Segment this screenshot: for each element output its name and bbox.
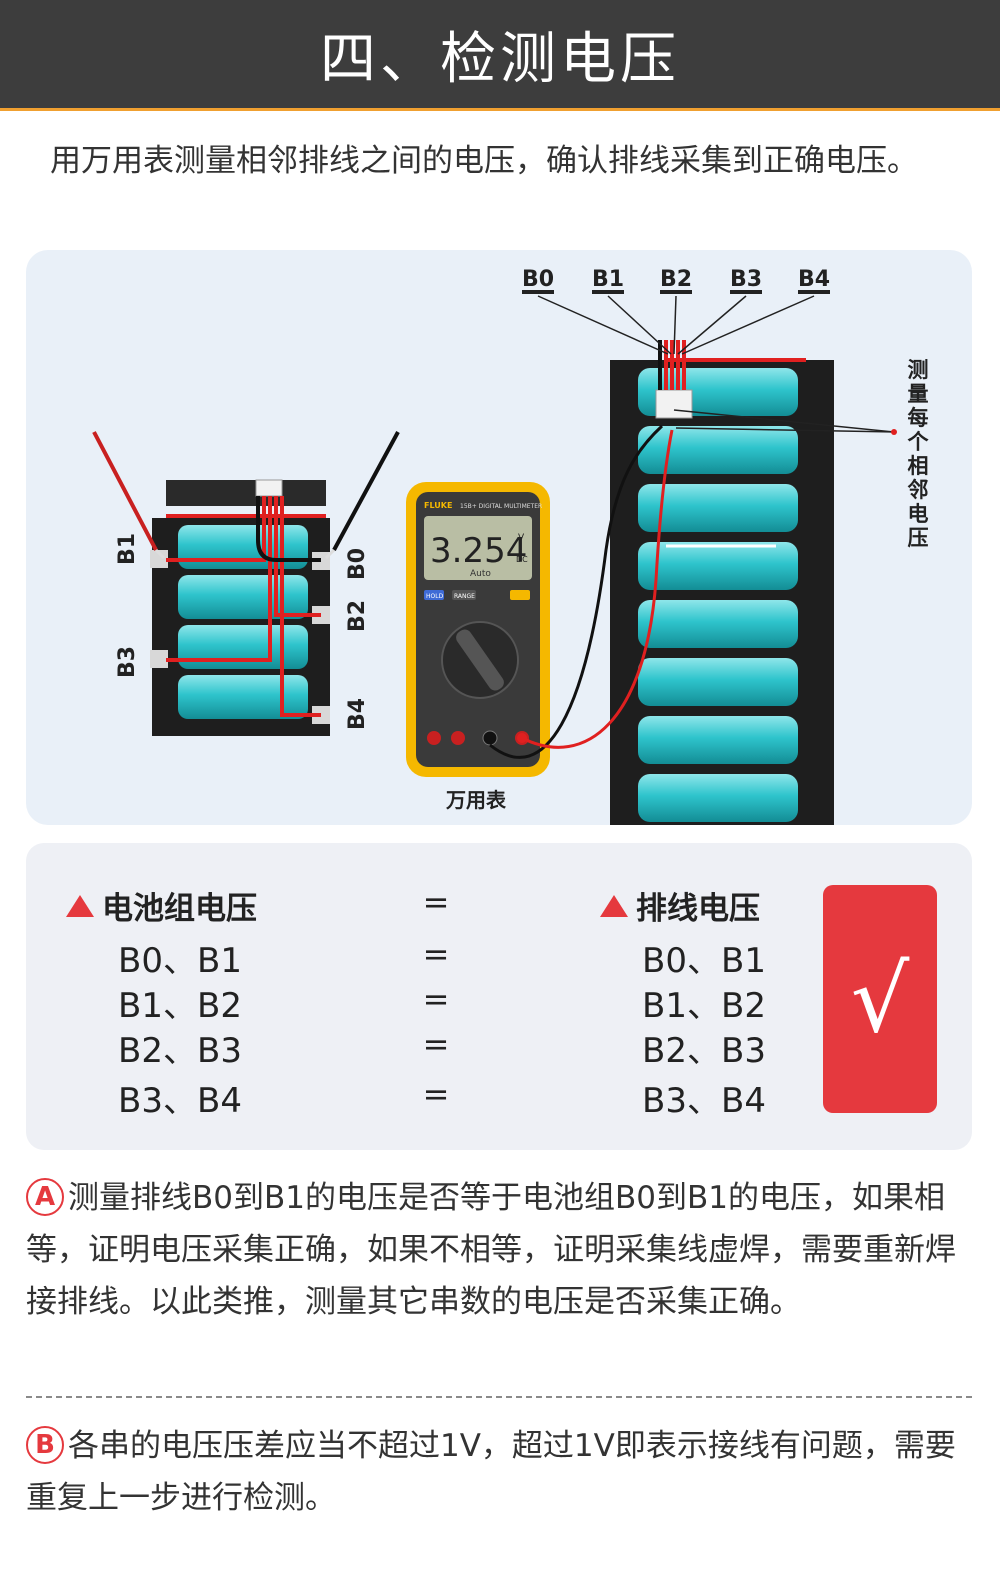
hold-button [424,590,444,600]
meter-reading: 3.254 [430,531,527,571]
range-button [452,590,476,600]
meter-mode: Auto [470,569,491,579]
multimeter: FLUKE 15B+ DIGITAL MULTIMETER 3.254 V DC… [406,482,550,777]
red-lead-plug [517,733,527,743]
wiring-diagram: B1 B3 B0 B2 B4 FLUKE 15B+ DIGITAL MULTIM… [26,250,972,825]
red-test-lead [521,429,674,749]
label-leader-lines [537,295,895,433]
left-pack-label: B3 [115,646,140,678]
black-probe [332,431,400,551]
red-probe [92,431,158,551]
battery-cell [638,484,798,532]
label-underline [522,290,554,294]
harness-pair: B3、B4 [642,1081,766,1121]
vertical-note: 测量每个相邻电压 [907,358,929,550]
pack-pair: B3、B4 [118,1081,242,1121]
left-pack-connector [255,479,283,497]
equals-sign: = [422,980,450,1018]
battery-cell [638,716,798,764]
page-header: 四、检测电压 [0,0,1000,111]
harness-voltage-header: 排线电压 [600,883,760,928]
red-probe-tip [154,548,166,560]
note-a-text: 测量排线B0到B1的电压是否等于电池组B0到B1的电压，如果相等，证明电压采集正… [26,1180,956,1320]
meter-jack [451,731,465,745]
meter-model: 15B+ DIGITAL MULTIMETER [460,503,542,510]
range-button-label: RANGE [454,593,475,600]
equals-sign: = [422,935,450,973]
leader-dot [891,429,897,435]
label-underline [730,290,762,294]
battery-cell [638,600,798,648]
meter-lcd [424,516,532,580]
top-label: B2 [660,267,692,292]
battery-cell [638,542,798,590]
top-label: B1 [592,267,624,292]
battery-pack-voltage-header: 电池组电压 [66,883,257,928]
battery-cell [178,525,308,569]
label-underline [660,290,692,294]
left-pack-label: B1 [115,533,140,565]
label-underline [592,290,624,294]
equals-sign: = [422,1075,450,1113]
battery-cell [638,774,798,822]
equals-sign: = [422,883,450,921]
dashed-divider [26,1396,972,1398]
left-pack-black-wire [256,496,321,562]
left-pack-red-wires [166,496,326,717]
hold-button-label: HOLD [426,593,444,600]
left-pack-label: B2 [345,600,370,632]
left-pack-top-cover [166,480,326,506]
diagram-illustration: B1 B3 B0 B2 B4 FLUKE 15B+ DIGITAL MULTIM… [92,267,897,825]
label-underline [798,290,830,294]
note-b-text: 各串的电压压差应当不超过1V，超过1V即表示接线有问题，需要重复上一步进行检测。 [26,1428,956,1516]
battery-cell [638,426,798,474]
check-mark-icon: √ [823,885,937,1113]
meter-caption: 万用表 [445,788,507,812]
pack-pair: B2、B3 [118,1031,242,1071]
triangle-icon [600,894,628,917]
right-module-connector [655,389,693,419]
nickel-tab [150,550,168,568]
right-module-red-wires [664,340,806,390]
right-battery-module [610,340,834,825]
intro-text: 用万用表测量相邻排线之间的电压，确认排线采集到正确电压。 [50,143,918,179]
marker-b-icon: B [26,1426,64,1464]
top-labels: B0 B1 B2 B3 B4 [522,267,830,294]
harness-pair: B1、B2 [642,986,766,1026]
top-label: B0 [522,267,554,292]
battery-cell [178,625,308,669]
triangle-icon [66,894,94,917]
harness-pair: B0、B1 [642,941,766,981]
pack-pair: B1、B2 [118,986,242,1026]
meter-jack [427,731,441,745]
black-test-lead [489,424,664,759]
meter-jack-com [482,730,498,746]
pack-pair: B0、B1 [118,941,242,981]
black-probe-tip [324,548,336,560]
meter-dial-knob [456,629,504,691]
left-pack-label: B4 [345,698,370,730]
top-label: B3 [730,267,762,292]
battery-cell [178,675,308,719]
page-title: 四、检测电压 [320,26,680,92]
top-label: B4 [798,267,830,292]
battery-cell [178,575,308,619]
marker-a-icon: A [26,1178,64,1216]
meter-unit-dc: DC [516,555,528,564]
voltage-comparison: 电池组电压 = 排线电压 B0、B1 = B0、B1 B1、B2 = B1、B2… [26,843,972,1150]
meter-unit-v: V [518,533,525,543]
nickel-tab [150,650,168,668]
battery-cell [638,658,798,706]
harness-pair: B2、B3 [642,1031,766,1071]
equals-sign: = [422,1025,450,1063]
left-battery-pack [92,431,400,736]
meter-brand: FLUKE [424,501,452,510]
function-button [510,590,530,600]
left-pack-label: B0 [345,548,370,580]
